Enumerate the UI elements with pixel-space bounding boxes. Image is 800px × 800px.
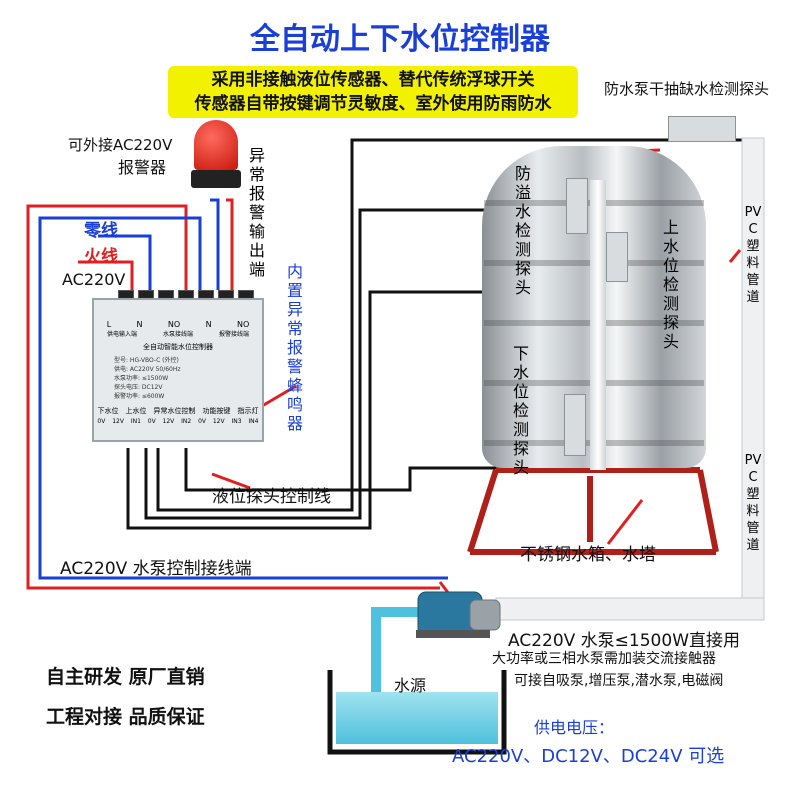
pin-label: 0V — [147, 418, 156, 425]
terminal-group: 水泵接线端 — [162, 331, 193, 338]
terminal-label: N — [205, 320, 212, 329]
pin-label: IN3 — [231, 418, 242, 425]
overflow-sensor-label: 防溢水检测探头 — [514, 164, 531, 297]
banner-line-2: 传感器自带按键调节灵敏度、室外使用防雨防水 — [194, 94, 552, 114]
abnormal-output-label: 异常报警输出端 — [248, 146, 265, 279]
supply-values: AC220V、DC12V、DC24V 可选 — [452, 746, 725, 767]
pin-label: 12V — [112, 418, 124, 425]
lower-sensor-label: 下水位检测探头 — [512, 344, 529, 477]
upper-sensor-icon — [606, 232, 628, 282]
pin-label: 0V — [198, 418, 206, 425]
pin-label: IN2 — [181, 418, 192, 425]
pvc-pipe-horizontal — [495, 597, 765, 621]
pump-spec: AC220V 水泵≤1500W直接用 — [508, 631, 740, 651]
terminal-group: 供电输入端 — [106, 331, 137, 338]
pin-label: IN1 — [130, 418, 141, 425]
spec-line: 报警功率: ≤600W — [114, 393, 165, 400]
sensor-pipe — [590, 180, 606, 470]
water-pump — [416, 591, 501, 638]
water-level-controller: L N NO N NO 供电输入端 水泵接线端 报警接线端 全自动智能水位控制器… — [92, 298, 264, 442]
spec-line: 供电: AC220V 50/60Hz — [114, 366, 181, 373]
spec-line: 水泵功率: ≤1500W — [114, 375, 169, 382]
pump-note-1: 大功率或三相水泵需加装交流接触器 — [492, 651, 716, 667]
pin-label: IN4 — [248, 418, 259, 425]
bottom-group: 功能按键 — [202, 407, 231, 415]
power-wires — [26, 198, 448, 590]
terminal-groups-top: 供电输入端 水泵接线端 报警接线端 — [94, 329, 262, 338]
dry-run-sensor-icon — [668, 116, 736, 142]
footer-line-1: 自主研发 原厂直销 — [46, 666, 205, 688]
ac220v-label: AC220V — [62, 270, 126, 289]
lower-sensor-icon — [564, 394, 586, 456]
water-source-label: 水源 — [394, 676, 427, 695]
terminal-labels-top: L N NO N NO — [94, 320, 262, 329]
pin-label: 0V — [97, 418, 106, 425]
controller-specs: 型号: HG-VBO-C (外控) 供电: AC220V 50/60Hz 水泵功… — [94, 355, 262, 400]
controller-name: 全自动智能水位控制器 — [143, 343, 213, 351]
pump-terminal-label: AC220V 水泵控制接线端 — [60, 559, 252, 579]
spec-line: 型号: HG-VBO-C (外控) — [114, 357, 179, 364]
bottom-groups: 下水位 上水位 异常水位控制 功能按键 指示灯 — [94, 406, 262, 416]
spec-line: 探头电压: DC12V — [114, 384, 163, 391]
water-source-fill — [336, 692, 498, 744]
terminal-label: NO — [167, 320, 181, 329]
alarm-ext-label-1: 可外接AC220V — [68, 136, 173, 154]
alarm-ext-label-2: 报警器 — [118, 158, 167, 177]
overflow-sensor-icon — [566, 178, 588, 234]
terminal-label: NO — [236, 320, 250, 329]
pin-label: 12V — [212, 418, 225, 425]
feature-banner: 采用非接触液位传感器、替代传统浮球开关 传感器自带按键调节灵敏度、室外使用防雨防… — [168, 66, 578, 118]
footer-line-2: 工程对接 品质保证 — [46, 706, 205, 728]
pvc-pipe-label-1: PVC塑料管道 — [744, 205, 762, 305]
tank-label: 不锈钢水箱、水塔 — [520, 545, 656, 565]
page-title: 全自动上下水位控制器 — [250, 22, 550, 57]
pump-note-2: 可接自吸泵,增压泵,潜水泵,电磁阀 — [514, 673, 724, 689]
bottom-pins: 0V 12V IN1 0V 12V IN2 0V 12V IN3 IN4 — [94, 418, 262, 425]
inlet-pipe — [371, 607, 420, 700]
pvc-pipe-label-2: PVC塑料管道 — [744, 453, 762, 553]
bottom-group: 指示灯 — [237, 407, 259, 415]
probe-wire-label: 液位探头控制线 — [212, 487, 331, 507]
neutral-wire-label: 零线 — [84, 221, 118, 241]
terminal-label: L — [106, 320, 112, 329]
pin-label: 12V — [162, 418, 175, 425]
alarm-light — [191, 120, 241, 190]
supply-title: 供电电压： — [534, 718, 615, 737]
bottom-group: 异常水位控制 — [153, 407, 196, 415]
bottom-group: 上水位 — [125, 407, 147, 415]
banner-line-1: 采用非接触液位传感器、替代传统浮球开关 — [211, 70, 535, 90]
buzzer-label: 内置异常报警蜂鸣器 — [286, 262, 303, 433]
upper-sensor-label: 上水位检测探头 — [662, 218, 679, 351]
dry-run-sensor-label: 防水泵干抽缺水检测探头 — [604, 80, 770, 98]
live-wire-label: 火线 — [84, 247, 118, 267]
terminal-group: 报警接线端 — [218, 331, 249, 338]
bottom-group: 下水位 — [97, 407, 119, 415]
terminal-label: N — [136, 320, 143, 329]
tank-stand — [467, 467, 719, 555]
water-container — [327, 670, 507, 755]
